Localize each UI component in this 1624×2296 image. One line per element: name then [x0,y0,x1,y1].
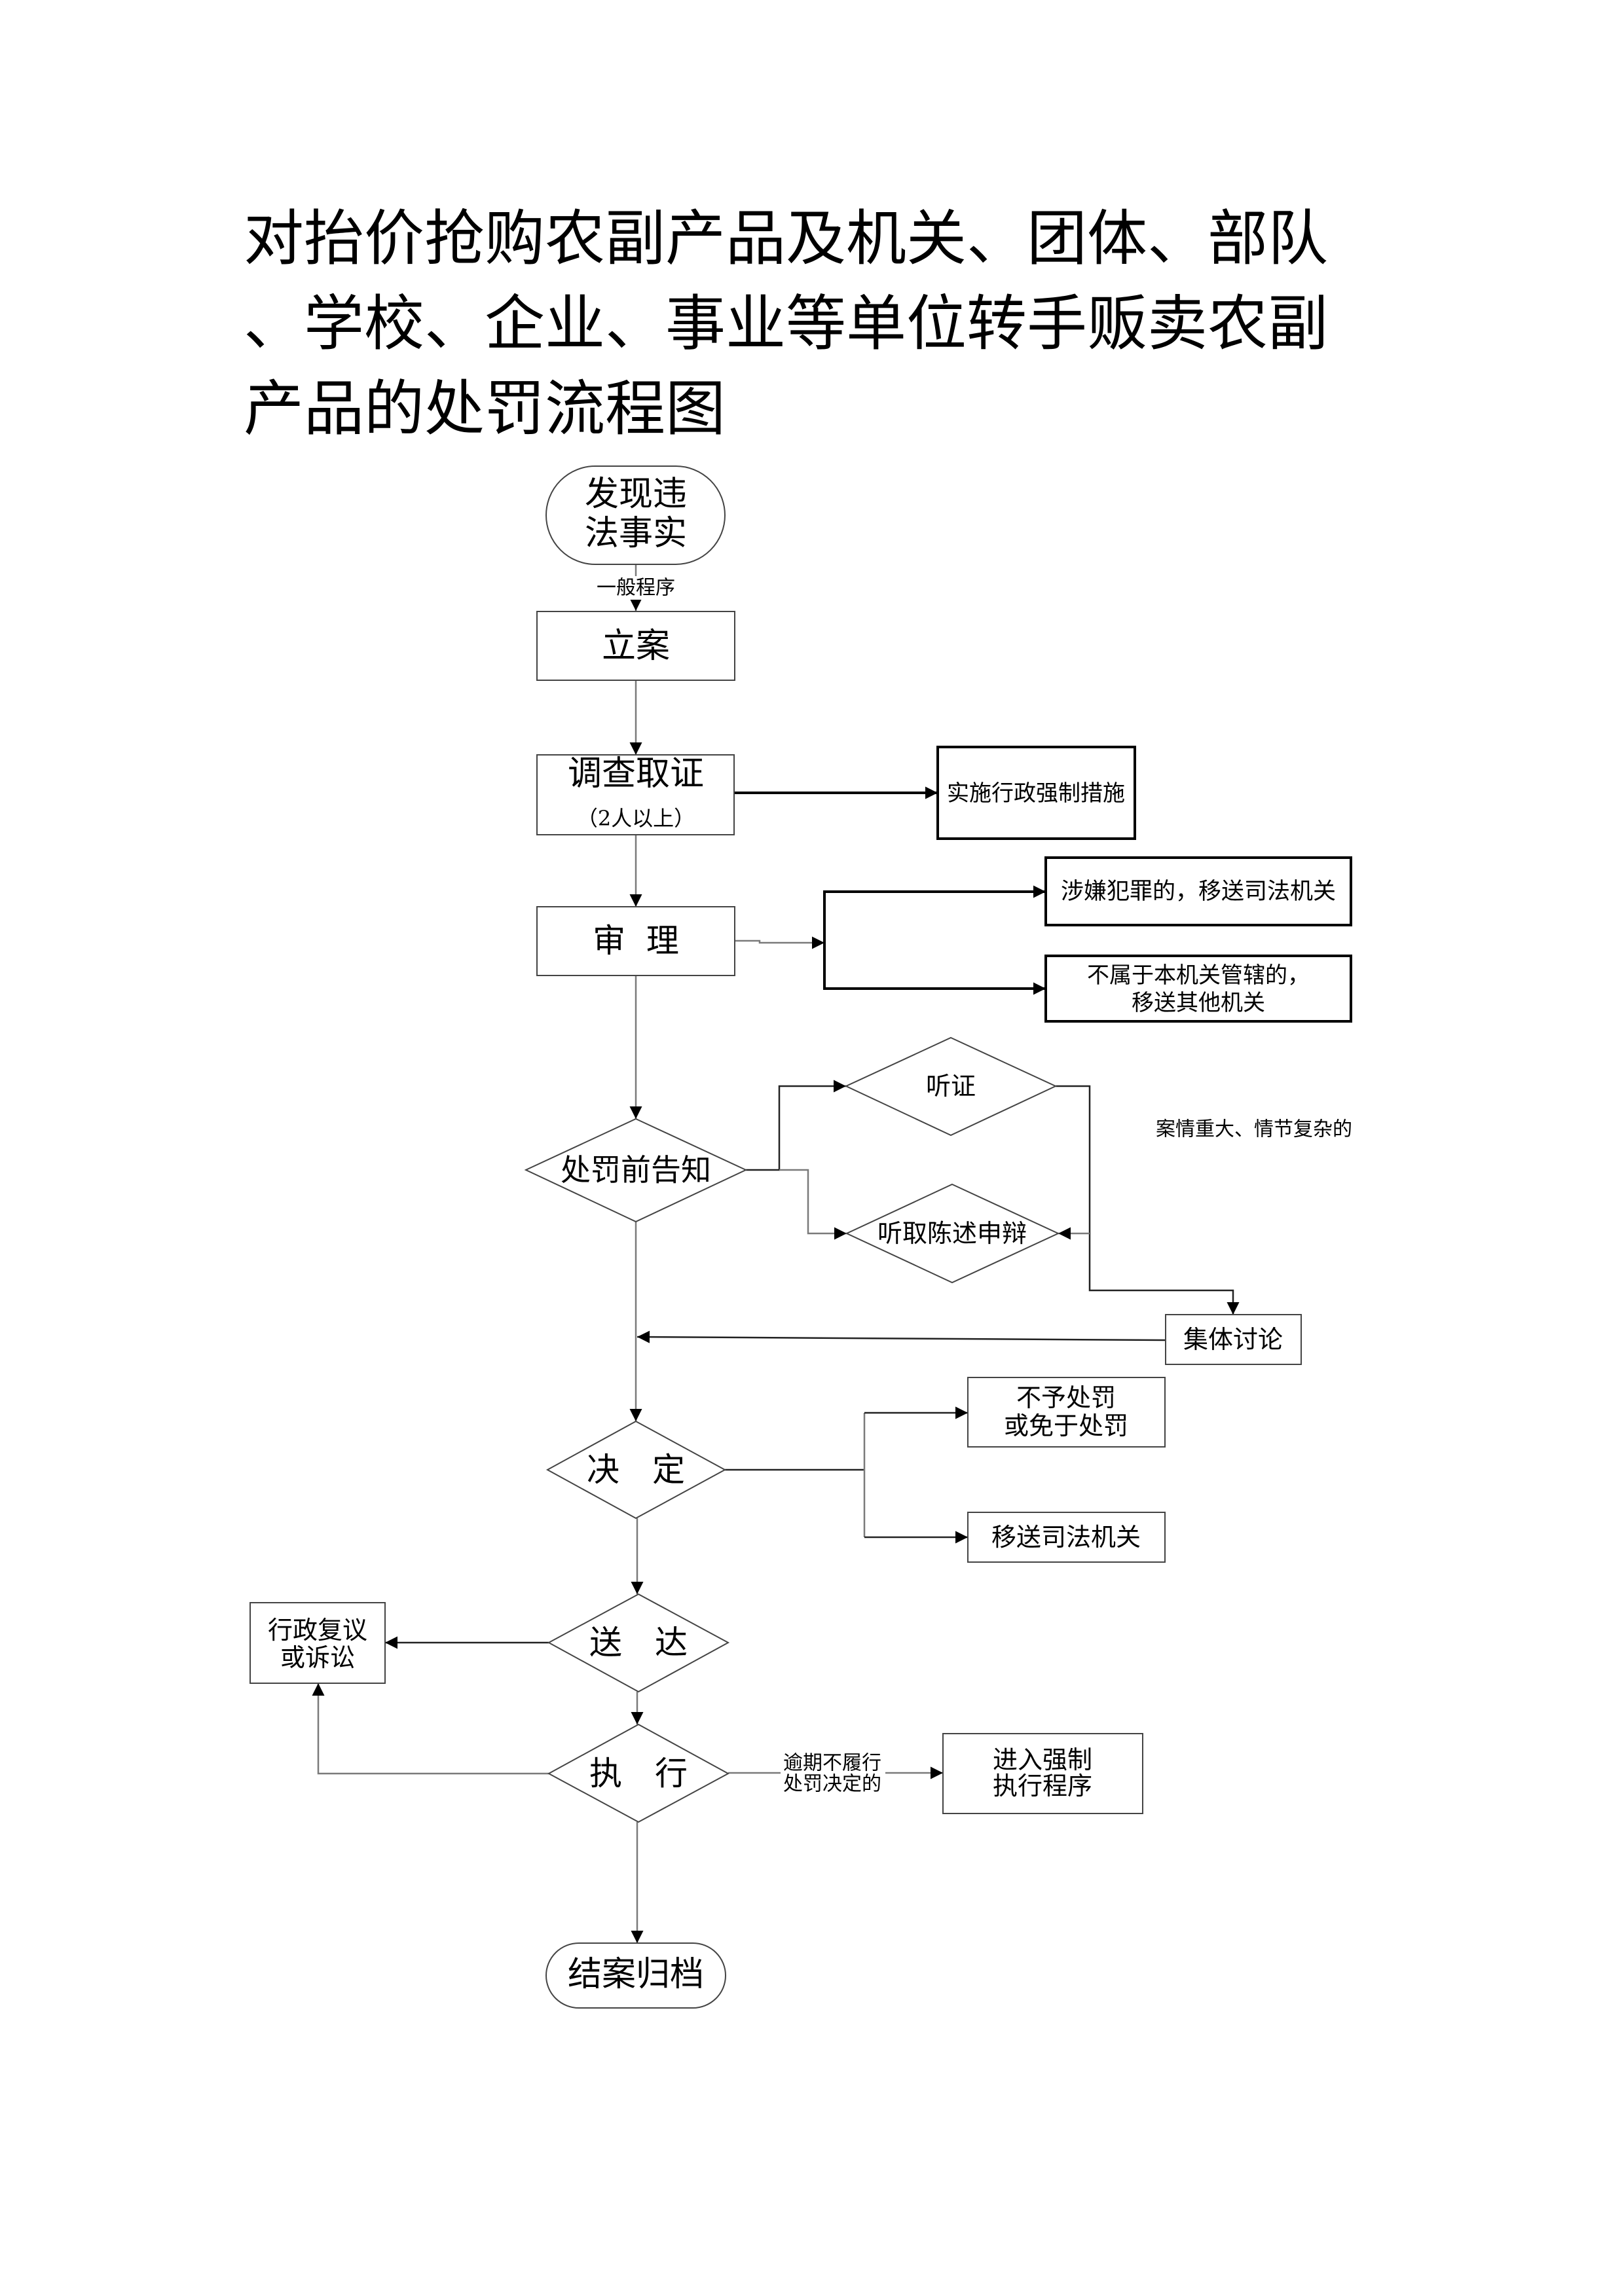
title-line-1: 对抬价抢购农副产品及机关、团体、部队 [244,204,1329,274]
review-text: 审 理 [593,922,679,960]
hearing-diamond [844,1036,1058,1137]
close-terminal [545,1942,726,2009]
transfer-judicial-crime-text: 涉嫌犯罪的，移送司法机关 [1061,879,1336,905]
start-text-line-1: 发现违 [585,475,687,514]
start-text-line-2: 法事实 [585,514,687,553]
connector-notice-to-statement [779,1169,847,1240]
overdue-label-line-1: 逾期不履行 [783,1752,881,1775]
review-box [536,906,735,976]
reconsideration-line-1: 行政复议 [268,1616,367,1645]
service-text: 送 达 [589,1624,688,1662]
collective-discussion-text: 集体讨论 [1183,1325,1283,1354]
transfer-other-agency-line-2: 移送其他机关 [1132,990,1265,1016]
reconsideration-box [249,1602,386,1684]
start-terminal [545,465,726,565]
pre-penalty-notice-diamond [524,1118,748,1223]
enforcement-line-2: 执行程序 [993,1772,1092,1800]
transfer-judicial-crime-box [1044,856,1352,926]
no-penalty-line-2: 或免于处罚 [1004,1412,1128,1440]
coercive-measures-text: 实施行政强制措施 [947,780,1125,807]
transfer-other-agency-box [1044,955,1352,1023]
major-case-label: 案情重大、情节复杂的 [1156,1118,1352,1141]
title-line-3: 产品的处罚流程图 [244,374,726,444]
general-procedure-label-bg [593,576,679,600]
decision-text: 决 定 [587,1451,685,1489]
investigation-note: （2人以上） [577,806,695,831]
execution-text: 执 行 [589,1755,688,1793]
connector-hearing-to-discussion [1056,1085,1240,1315]
investigation-text: 调查取证 [568,754,704,793]
investigation-box [536,754,735,835]
collective-discussion-box [1165,1314,1302,1365]
overdue-label-line-2: 处罚决定的 [783,1773,881,1796]
decision-diamond [545,1420,727,1520]
transfer-judicial-box [967,1512,1166,1563]
enforcement-box [942,1733,1143,1814]
general-procedure-label: 一般程序 [597,577,675,600]
close-text: 结案归档 [568,1955,704,1994]
execution-diamond [547,1723,730,1823]
overdue-label-bg [781,1749,885,1796]
enforcement-line-1: 进入强制 [993,1745,1092,1774]
connector-execution-to-reconsideration [312,1683,549,1775]
statement-defense-text: 听取陈述申辩 [877,1219,1027,1248]
no-penalty-line-1: 不予处罚 [1016,1383,1116,1412]
filing-box [536,611,735,681]
pre-penalty-notice-text: 处罚前告知 [561,1152,711,1188]
connector-review-to-branch [735,936,824,949]
transfer-judicial-text: 移送司法机关 [991,1523,1141,1552]
statement-defense-diamond [845,1183,1060,1284]
reconsideration-line-2: 或诉讼 [280,1643,355,1672]
title-line-2: 、学校、企业、事业等单位转手贩卖农副 [244,289,1329,359]
connector-notice-to-hearing [746,1080,846,1171]
filing-text: 立案 [602,627,670,666]
connector-discussion-to-mainline [637,1330,1166,1343]
coercive-measures-box [936,746,1136,840]
page-title: 对抬价抢购农副产品及机关、团体、部队 、学校、企业、事业等单位转手贩卖农副 产品… [244,196,1328,452]
hearing-text: 听证 [926,1072,976,1101]
transfer-other-agency-line-1: 不属于本机关管辖的， [1087,962,1310,989]
no-penalty-box [967,1377,1166,1448]
service-diamond [547,1593,730,1693]
